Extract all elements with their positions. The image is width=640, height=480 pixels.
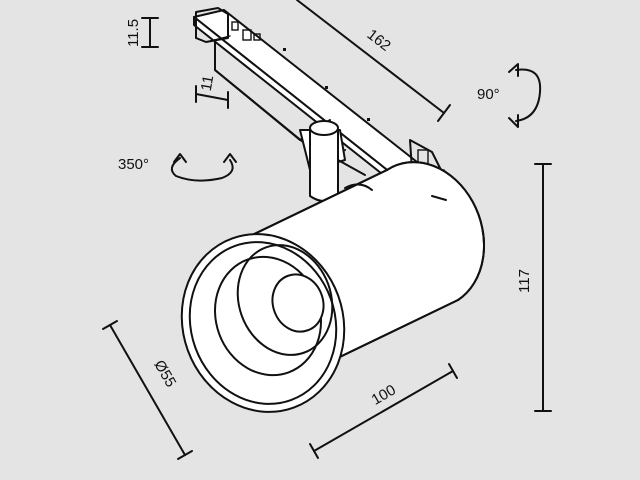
dimension-adapter-width: 11 xyxy=(195,74,229,109)
spin-rotation-indicator: 350° xyxy=(118,153,237,182)
label-diameter: Ø55 xyxy=(150,357,179,390)
label-rotation-angle: 350° xyxy=(118,156,149,173)
label-connector-height: 11.5 xyxy=(125,19,142,47)
dimension-diameter: Ø55 xyxy=(102,320,193,460)
label-total-height: 117 xyxy=(516,269,533,293)
lens-front xyxy=(180,233,346,413)
tilt-rotation-indicator: 90° xyxy=(477,63,542,128)
dimension-body-length: 100 xyxy=(309,363,458,459)
label-adapter-width: 11 xyxy=(198,74,217,92)
stem xyxy=(309,120,366,202)
label-track-length: 162 xyxy=(364,26,394,55)
dimension-connector-height: 11.5 xyxy=(125,17,159,48)
dimension-total-height: 117 xyxy=(516,163,552,412)
label-tilt-angle: 90° xyxy=(477,86,500,103)
